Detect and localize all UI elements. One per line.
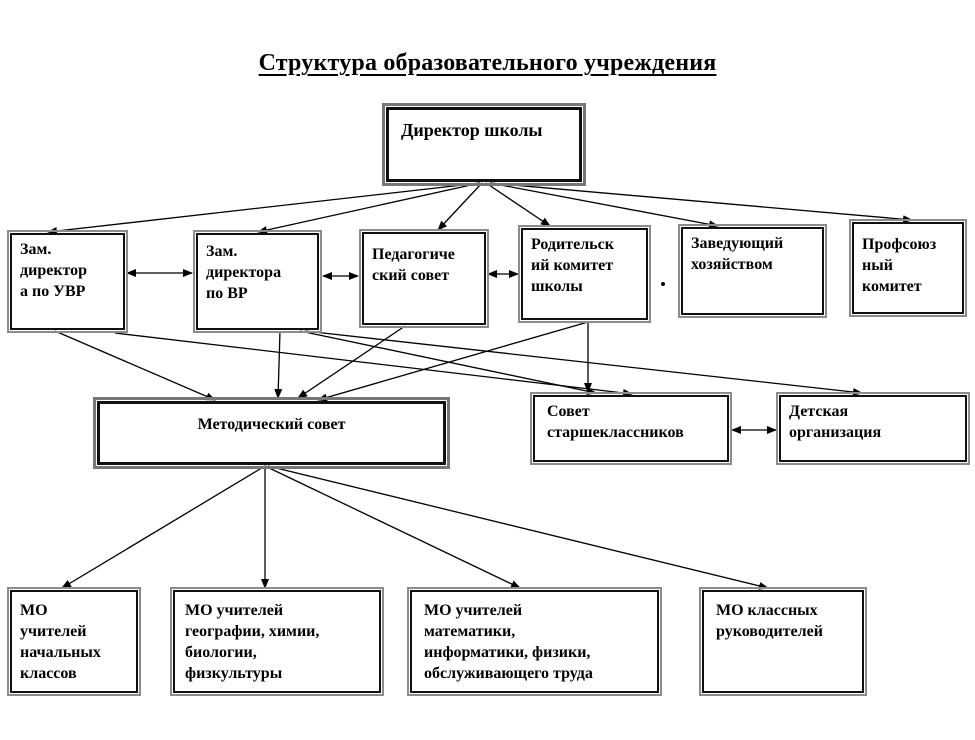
arrow-ped-method bbox=[297, 325, 406, 399]
node-mo-class: МО классных руководителей bbox=[699, 587, 867, 696]
arrow-method-mo-class bbox=[267, 465, 769, 590]
node-director: Директор школы bbox=[382, 103, 586, 186]
arrow-director-union bbox=[489, 182, 913, 224]
arrow-vr-children bbox=[304, 330, 863, 396]
arrow-vr-method bbox=[274, 330, 283, 399]
arrow-method-mo-math bbox=[264, 465, 521, 589]
arrow-director-household bbox=[489, 182, 719, 229]
arrow-vr-senior bbox=[299, 330, 597, 396]
node-trade-union: Профсоюз ный комитет bbox=[849, 219, 967, 317]
node-mo-math: МО учителей математики, информатики, физ… bbox=[407, 587, 662, 696]
node-deputy-uvr: Зам. директор а по УВР bbox=[7, 230, 128, 333]
arrow-uvr-senior bbox=[114, 332, 633, 397]
node-method-council: Методический совет bbox=[93, 397, 450, 469]
diagram-title: Структура образовательного учреждения bbox=[258, 50, 717, 76]
arrow-director-vr bbox=[257, 182, 481, 234]
node-senior-council: Совет старшеклассников bbox=[530, 392, 732, 465]
arrow-parent-method bbox=[317, 321, 589, 402]
stray-dot bbox=[661, 282, 665, 286]
arrow-uvr-method bbox=[54, 330, 216, 401]
node-household-manager: Заведующий хозяйством bbox=[678, 224, 827, 318]
node-children-org: Детская организация bbox=[776, 392, 970, 465]
arrow-director-ped bbox=[437, 182, 483, 231]
arrow-director-uvr bbox=[47, 182, 481, 235]
node-ped-council: Педагогиче ский совет bbox=[359, 229, 489, 328]
node-mo-primary: МО учителей начальных классов bbox=[7, 587, 141, 696]
node-parent-committee: Родительск ий комитет школы bbox=[518, 225, 651, 323]
node-mo-geo: МО учителей географии, химии, биологии, … bbox=[170, 587, 384, 696]
arrow-method-mo-primary bbox=[61, 465, 266, 589]
node-deputy-vr: Зам. директора по ВР bbox=[193, 230, 322, 333]
arrow-director-parent bbox=[485, 182, 551, 227]
